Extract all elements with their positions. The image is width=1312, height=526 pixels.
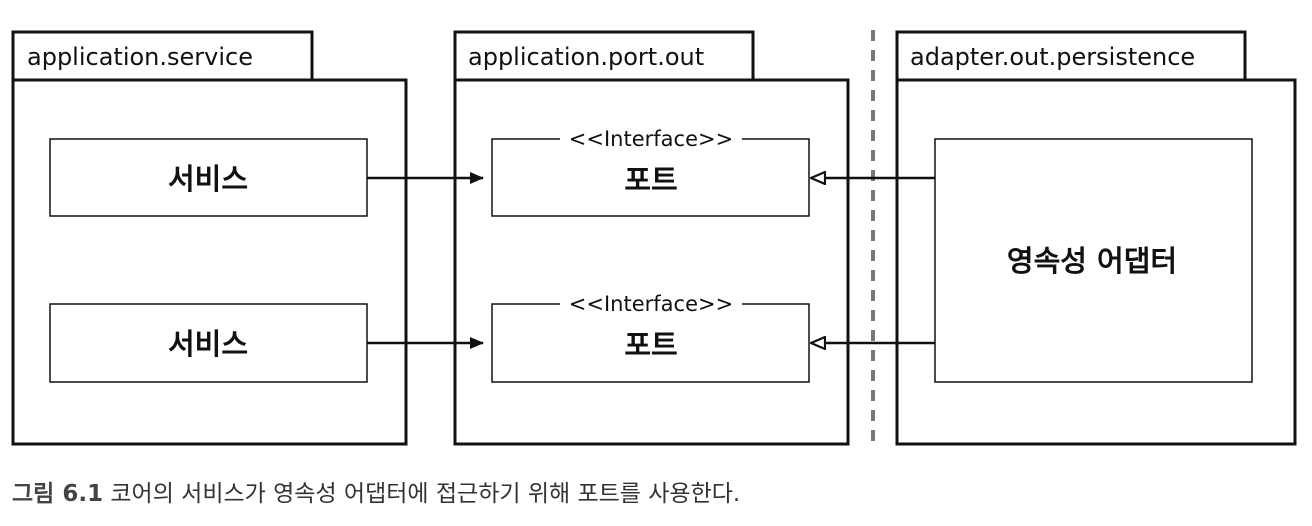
package-tab (453, 30, 755, 82)
port-box: <<Interface>> 포트 (491, 292, 810, 383)
figure-caption: 그림 6.1 코어의 서비스가 영속성 어댑터에 접근하기 위해 포트를 사용한… (12, 474, 740, 508)
package-tab (895, 30, 1247, 82)
port-label: 포트 (624, 328, 677, 362)
stereotype-mask (560, 292, 742, 316)
figure-caption-text: 코어의 서비스가 영속성 어댑터에 접근하기 위해 포트를 사용한다. (110, 481, 741, 507)
package-body (11, 78, 408, 446)
adapter-label: 영속성 어댑터 (1007, 244, 1177, 278)
port-label: 포트 (624, 163, 677, 197)
service-label: 서비스 (168, 162, 248, 196)
package-label: adapter.out.persistence (910, 43, 1195, 71)
figure-number: 그림 6.1 (12, 481, 104, 507)
port-box: <<Interface>> 포트 (491, 127, 810, 217)
service-box: 서비스 (49, 303, 368, 383)
interface-stereotype: <<Interface>> (569, 292, 733, 316)
package-tab (11, 30, 314, 82)
interface-stereotype: <<Interface>> (569, 127, 733, 151)
architecture-diagram: application.service application.port.out… (11, 30, 1297, 450)
service-label: 서비스 (168, 327, 248, 361)
package-label: application.service (27, 43, 253, 71)
persistence-adapter-box: 영속성 어댑터 (934, 138, 1253, 383)
service-box: 서비스 (49, 138, 368, 217)
stereotype-mask (560, 127, 742, 151)
package-label: application.port.out (468, 43, 704, 71)
